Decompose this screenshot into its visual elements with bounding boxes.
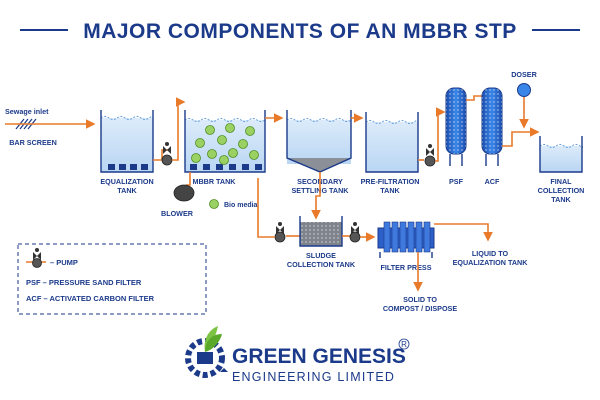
- final-label-3: TANK: [551, 195, 571, 204]
- page-title: MAJOR COMPONENTS OF AN MBBR STP: [83, 20, 517, 43]
- acf-vessel: [481, 87, 503, 166]
- return-to-mbbr-pipe: [257, 178, 275, 238]
- final-label-2: COLLECTION: [538, 186, 585, 195]
- sewage-inlet-label: Sewage inlet: [5, 107, 49, 116]
- prefiltration-label-2: TANK: [380, 186, 400, 195]
- final-collection-tank: [539, 136, 584, 173]
- blower-label: BLOWER: [161, 209, 194, 218]
- doser-label: DOSER: [511, 70, 537, 79]
- green-genesis-logo: [185, 326, 228, 378]
- logo-subtitle: ENGINEERING LIMITED: [232, 370, 395, 384]
- sludge-collection-tank: [299, 216, 343, 247]
- to-psf-pipe: [435, 107, 446, 162]
- filter-press: [377, 221, 435, 258]
- legend-pump-icon: [32, 248, 42, 268]
- pump-icon: [424, 144, 436, 167]
- acf-label: ACF: [485, 177, 500, 186]
- to-final-pipe: [502, 127, 540, 147]
- legend-acf: ACF – ACTIVATED CARBON FILTER: [26, 294, 155, 303]
- filter-press-label: FILTER PRESS: [381, 263, 432, 272]
- equalization-tank: [100, 110, 154, 173]
- secondary-settling-tank: [286, 110, 352, 173]
- bio-media-icon: [209, 199, 219, 209]
- liquid-label-1: LIQUID TO: [472, 249, 509, 258]
- bar-screen-label: BAR SCREEN: [9, 138, 57, 147]
- solid-label-1: SOLID TO: [403, 295, 437, 304]
- sludge-label-2: COLLECTION TANK: [287, 260, 356, 269]
- psf-vessel: [445, 87, 467, 166]
- pump-icon: [274, 222, 286, 243]
- sludge-label-1: SLUDGE: [306, 251, 336, 260]
- air-line: [186, 172, 191, 186]
- legend-pump: – PUMP: [50, 258, 78, 267]
- equalization-label-2: TANK: [117, 186, 137, 195]
- liquid-line: [434, 223, 493, 242]
- pump-icon: [161, 142, 173, 166]
- legend-box: [17, 243, 207, 315]
- to-mbbr-pipe: [172, 97, 186, 161]
- bio-media-label: Bio media: [224, 202, 258, 209]
- registered-mark-icon: [398, 338, 410, 350]
- legend-psf: PSF – PRESSURE SAND FILTER: [26, 278, 142, 287]
- liquid-label-2: EQUALIZATION TANK: [453, 258, 529, 267]
- blower-icon: [173, 184, 195, 202]
- psf-label: PSF: [449, 177, 464, 186]
- prefiltration-tank: [365, 112, 419, 173]
- doser-icon: [517, 83, 531, 97]
- equalization-label-1: EQUALIZATION: [100, 177, 153, 186]
- registered-mark: R: [401, 340, 407, 349]
- bio-media-cluster: [191, 123, 259, 165]
- logo-name: GREEN GENESIS: [232, 345, 406, 368]
- psf-to-acf-pipe: [466, 95, 482, 101]
- sludge-line: [311, 172, 321, 220]
- prefiltration-label-1: PRE-FILTRATION: [361, 177, 420, 186]
- pump-icon: [349, 222, 361, 243]
- final-label-1: FINAL: [550, 177, 572, 186]
- mbbr-tank-label: MBBR TANK: [193, 177, 237, 186]
- solid-label-2: COMPOST / DISPOSE: [383, 304, 457, 313]
